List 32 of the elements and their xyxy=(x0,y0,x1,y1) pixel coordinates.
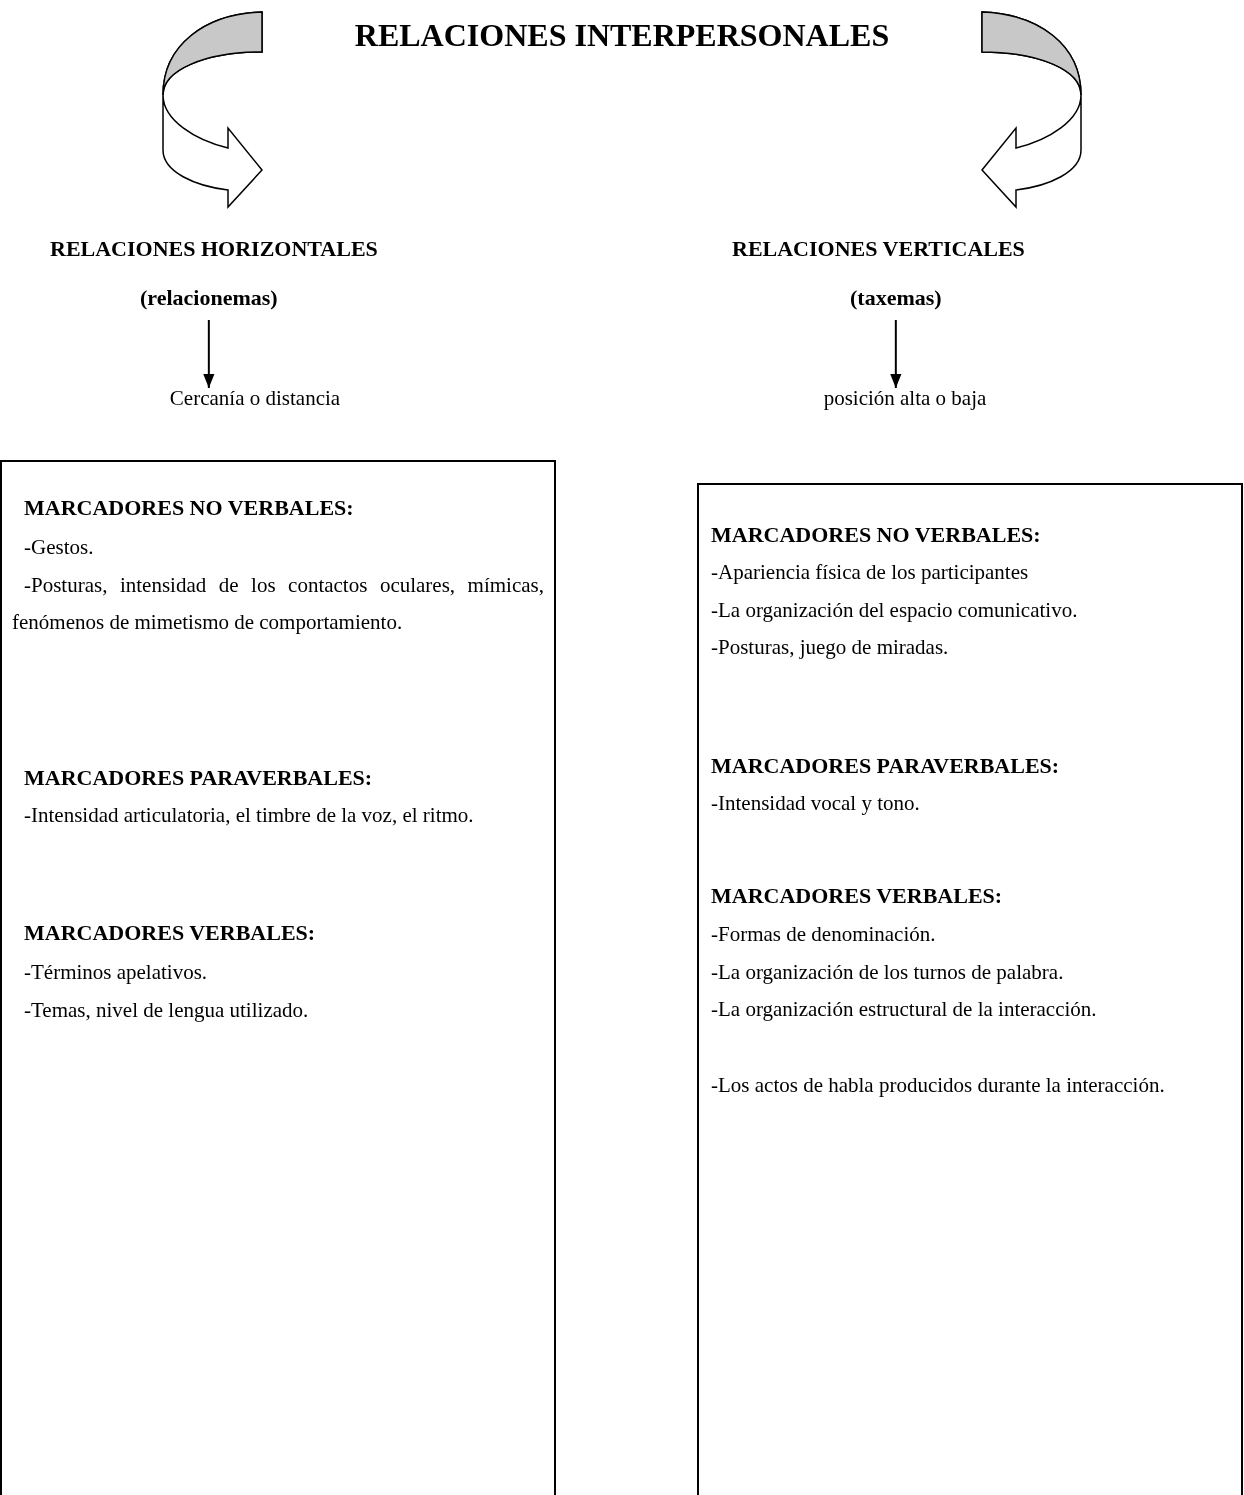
section-heading: MARCADORES PARAVERBALES: xyxy=(23,764,374,792)
section-heading: MARCADORES PARAVERBALES: xyxy=(710,752,1061,780)
list-item: -La organización estructural de la interacción. xyxy=(710,996,1098,1023)
list-item: -Términos apelativos. xyxy=(23,959,209,986)
text-label: posición alta o baja xyxy=(823,385,987,412)
list-item: -Intensidad vocal y tono. xyxy=(710,790,921,817)
section-heading: MARCADORES VERBALES: xyxy=(710,882,1004,910)
list-item: -La organización de los turnos de palabra. xyxy=(710,959,1065,986)
subheading: (relacionemas) xyxy=(140,284,278,312)
list-item: -Gestos. xyxy=(23,534,95,561)
subheading: (taxemas) xyxy=(850,284,942,312)
list-item: -Intensidad articulatoria, el timbre de la voz, el ritmo. xyxy=(23,802,475,829)
heading: RELACIONES VERTICALES xyxy=(732,235,1025,263)
text-panel xyxy=(0,460,556,1495)
title-text: RELACIONES INTERPERSONALES xyxy=(354,16,890,55)
curved-block-arrow xyxy=(981,11,1082,208)
section-heading: MARCADORES NO VERBALES: xyxy=(23,494,355,522)
heading: RELACIONES HORIZONTALES xyxy=(50,235,378,263)
list-item: -Posturas, juego de miradas. xyxy=(710,634,950,661)
list-item: -La organización del espacio comunicativo. xyxy=(710,597,1079,624)
arrow xyxy=(203,319,215,389)
text-label: Cercanía o distancia xyxy=(169,385,341,412)
list-item: -Formas de denominación. xyxy=(710,921,937,948)
list-item: -Posturas, intensidad de los contactos oculares, mímicas, fenómenos de mimetismo de comportamiento. xyxy=(12,572,544,636)
list-item: -Temas, nivel de lengua utilizado. xyxy=(23,997,310,1024)
curved-block-arrow xyxy=(162,11,263,208)
text-panel xyxy=(697,483,1243,1495)
list-item: -Apariencia física de los participantes xyxy=(710,559,1030,586)
arrow xyxy=(890,319,902,389)
section-heading: MARCADORES VERBALES: xyxy=(23,919,317,947)
list-item: -Los actos de habla producidos durante la interacción. xyxy=(710,1072,1166,1099)
section-heading: MARCADORES NO VERBALES: xyxy=(710,521,1042,549)
